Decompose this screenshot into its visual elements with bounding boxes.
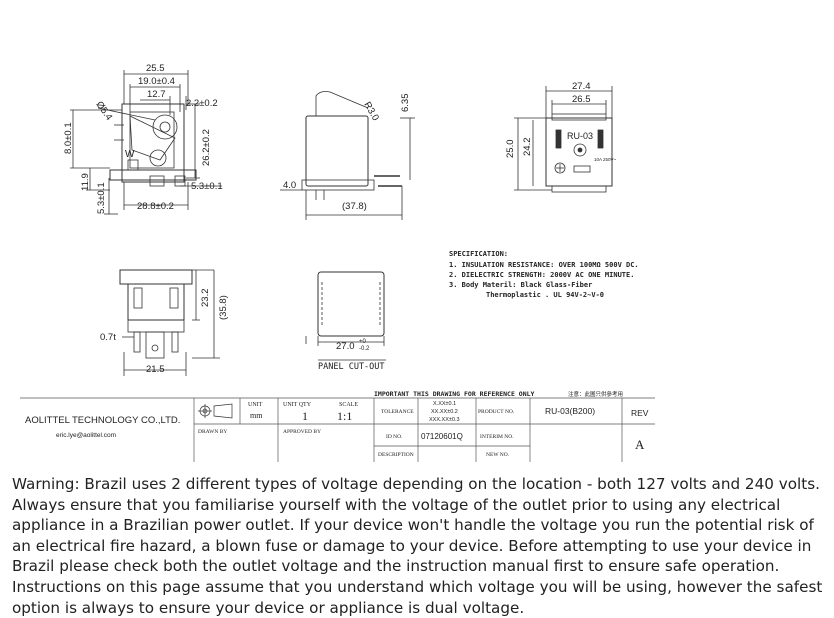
panel-cutout xyxy=(305,271,386,361)
dim-25-0: 25.0 xyxy=(505,140,516,159)
cutout-dim: 27.0 xyxy=(336,341,355,352)
dim-6-35: 6.35 xyxy=(400,94,411,113)
dim-19-0: 19.0±0.4 xyxy=(138,76,175,87)
unit-label: UNIT xyxy=(248,402,263,408)
side-view xyxy=(70,70,222,215)
end-view-label: RU-03 xyxy=(567,131,593,141)
dim-5-3-horizontal: 5.3±0.1 xyxy=(191,181,223,192)
voltage-warning-text: Warning: Brazil uses 2 different types o… xyxy=(12,475,823,617)
unit-qty-label: UNIT QTY xyxy=(283,402,312,408)
new-no-label: NEW NO. xyxy=(486,452,510,458)
title-block-lines xyxy=(20,397,655,462)
front-view xyxy=(280,91,415,220)
tolerance-3: XXX.XX±0.3 xyxy=(429,417,460,423)
dim-2-2: 2.2±0.2 xyxy=(186,98,218,109)
cutout-tol-plus: +0 xyxy=(359,339,367,345)
id-label: ID NO. xyxy=(386,434,403,440)
end-view xyxy=(514,86,613,193)
drawn-by-label: DRAWN BY xyxy=(198,429,227,435)
product-no-value: RU-03(B200) xyxy=(545,406,595,416)
projection-symbol-icon xyxy=(198,403,233,419)
dim-26-2: 26.2±0.2 xyxy=(201,129,212,166)
company-email: eric.lye@aolittel.com xyxy=(56,432,116,439)
unit-value: mm xyxy=(250,411,263,420)
dim-r3: R3.0 xyxy=(361,100,381,123)
tolerance-label: TOLERANCE xyxy=(381,409,414,415)
dim-26-5: 26.5 xyxy=(572,94,591,105)
tolerance-2: XX.XX±0.2 xyxy=(431,409,458,415)
dim-dia-5-4: Ø5.4 xyxy=(94,99,115,122)
bottom-view xyxy=(119,269,220,376)
cutout-label: PANEL CUT-OUT xyxy=(318,362,385,372)
end-view-rating: 10A 250V~ xyxy=(594,157,617,162)
spec-line-2: 2. DIELECTRIC STRENGTH: 2000V AC ONE MIN… xyxy=(449,271,634,279)
scale-value: 1:1 xyxy=(337,409,352,423)
spec-line-1: 1. INSULATION RESISTANCE: OVER 100MΩ 500… xyxy=(449,261,639,269)
id-value: 07120601Q xyxy=(421,432,463,441)
technical-drawing: 25.5 19.0±0.4 12.7 2.2±0.2 Ø5.4 26.2±0.2… xyxy=(20,63,655,462)
important-note: IMPORTANT THIS DRAWING FOR REFERENCE ONL… xyxy=(374,390,535,398)
dim-12-7: 12.7 xyxy=(147,89,166,100)
dim-21-5: 21.5 xyxy=(146,364,165,375)
unit-qty-value: 1 xyxy=(302,409,308,423)
spec-line-4: Thermoplastic . UL 94V-2~V-0 xyxy=(486,291,604,299)
cutout-tol-minus: -0.2 xyxy=(359,346,370,352)
interim-label: INTERIM NO. xyxy=(480,434,514,440)
dim-28-8: 28.8±0.2 xyxy=(137,201,174,212)
approved-by-label: APPROVED BY xyxy=(283,429,321,435)
dim-0-7t: 0.7t xyxy=(100,332,116,343)
spec-line-3: 3. Body Materil: Black Glass-Fiber xyxy=(449,281,592,289)
product-no-label: PRODUCT NO. xyxy=(478,409,515,415)
dim-25-5: 25.5 xyxy=(146,63,165,74)
spec-title: SPECIFICATION: xyxy=(449,250,508,258)
note-cn: 注意：此圖只供參考用 xyxy=(568,390,623,398)
rev-value: A xyxy=(635,437,645,452)
scale-label: SCALE xyxy=(339,402,358,408)
dim-11-9: 11.9 xyxy=(80,173,91,191)
dim-27-4: 27.4 xyxy=(572,81,591,92)
dim-4-0: 4.0 xyxy=(283,180,296,191)
dim-8-0: 8.0±0.1 xyxy=(63,122,74,154)
rev-label: REV xyxy=(631,408,649,418)
tolerance-1: X.XX±0.1 xyxy=(433,401,456,407)
dim-24-2: 24.2 xyxy=(522,138,533,157)
dim-35-8: (35.8) xyxy=(218,295,229,320)
dim-5-3-vertical: 5.3±0.1 xyxy=(96,182,107,214)
description-label: DESCRIPTION xyxy=(378,452,414,458)
dim-37-8: (37.8) xyxy=(342,201,367,212)
company-name: AOLITTEL TECHNOLOGY CO.,LTD. xyxy=(25,415,180,426)
dim-23-2: 23.2 xyxy=(200,289,211,308)
mark-letter: W xyxy=(125,149,135,160)
